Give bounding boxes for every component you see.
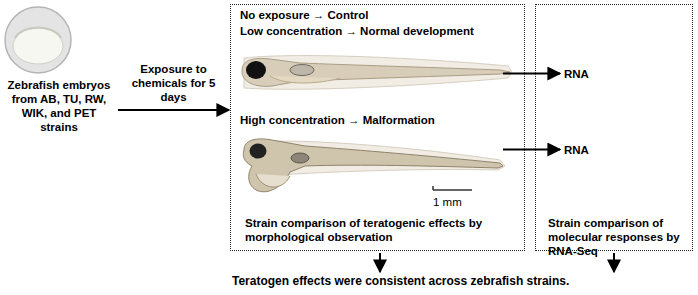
dotted-panel: Strain comparison of molecular responses… — [535, 4, 693, 251]
node-text: RNA — [564, 143, 589, 157]
node-text: Zebrafish embryos from AB, TU, RW, WIK, … — [2, 78, 116, 134]
embryo-group: Zebrafish embryos from AB, TU, RW, WIK, … — [2, 78, 116, 140]
arrow-connector — [118, 109, 229, 111]
arrow-connector — [379, 253, 381, 272]
arrow-connector — [503, 149, 560, 151]
dotted-panel: No exposure → ControlLow concentration →… — [230, 4, 525, 251]
node-text: Teratogen effects were consistent across… — [232, 274, 569, 288]
node-text: Strain comparison of teratogenic effects… — [245, 216, 513, 244]
node-text: Strain comparison of molecular responses… — [548, 216, 683, 258]
embryo-chorion — [5, 7, 71, 73]
normal-larva — [242, 56, 512, 90]
rna-box: RNA — [564, 141, 591, 158]
scale-bar — [433, 189, 472, 191]
embryo-blastoderm — [15, 28, 61, 39]
rna-box: RNA — [564, 65, 591, 82]
scale-bar-tick — [432, 186, 434, 190]
node-text: No exposure → Control — [240, 8, 368, 22]
arrow-connector — [613, 253, 615, 272]
node-text: RNA — [564, 67, 589, 81]
embryo-yolk — [13, 28, 63, 64]
node-text: Low concentration → Normal development — [240, 24, 474, 38]
scale-label: 1 mm — [433, 195, 462, 209]
arrow-connector — [503, 73, 560, 75]
node-text: High concentration → Malformation — [240, 113, 435, 127]
malformed-larva — [243, 139, 505, 192]
conclusion-box: Teratogen effects were consistent across… — [232, 273, 572, 289]
edge-label: Exposure to chemicals for 5 days — [120, 62, 227, 104]
